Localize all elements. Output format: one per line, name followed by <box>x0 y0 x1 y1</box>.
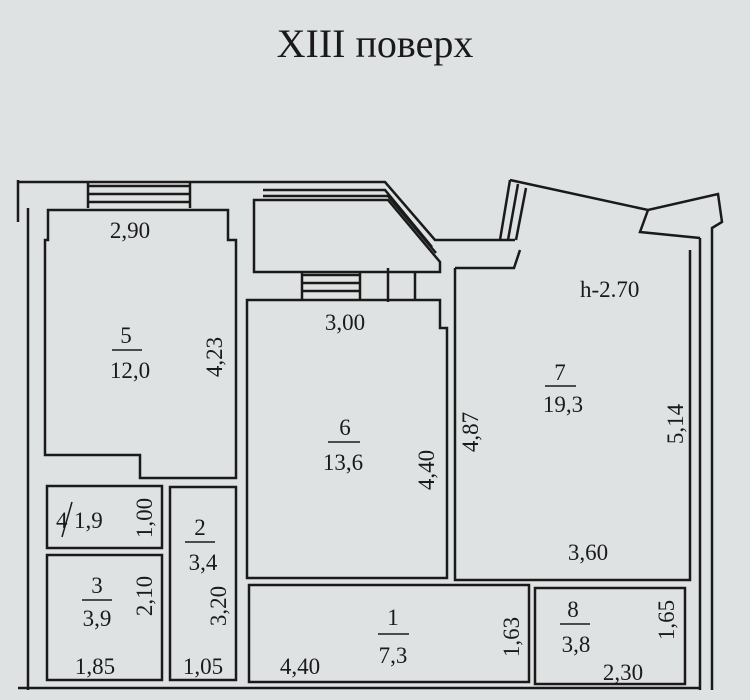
room-3-number: 3 <box>91 573 103 598</box>
room-7-area: 19,3 <box>543 392 583 417</box>
room-6-area: 13,6 <box>323 450 363 475</box>
room-2-length: 3,20 <box>206 586 231 626</box>
room-5-width: 2,90 <box>110 218 150 243</box>
room-6-length: 4,40 <box>414 450 439 490</box>
room-7-width: 3,60 <box>568 540 608 565</box>
room-3-width: 1,85 <box>75 654 115 679</box>
room-4-length: 1,00 <box>132 498 157 538</box>
labels: 5 12,0 2,90 4,23 6 13,6 3,00 4,40 h-2.70… <box>56 218 688 685</box>
room-5-area: 12,0 <box>110 358 150 383</box>
room-3-area: 3,9 <box>83 606 112 631</box>
room-1-length: 1,63 <box>499 617 524 657</box>
room-8-number: 8 <box>567 597 579 622</box>
room-5-number: 5 <box>120 323 132 348</box>
room-1-area: 7,3 <box>379 643 408 668</box>
room-8 <box>533 586 687 686</box>
room-6-width: 3,00 <box>325 310 365 335</box>
floor-title: XIII поверх <box>276 21 474 66</box>
room-3 <box>45 553 164 682</box>
walls <box>16 178 724 690</box>
room-2 <box>168 485 238 682</box>
room-8-width: 2,30 <box>603 660 643 685</box>
room-8-length: 1,65 <box>654 600 679 640</box>
room-2-width: 1,05 <box>183 654 223 679</box>
room-4-area: 1,9 <box>74 508 103 533</box>
room-1-number: 1 <box>387 605 399 630</box>
room-3-length: 2,10 <box>132 576 157 616</box>
room-7-right-length: 5,14 <box>663 403 688 444</box>
room-6 <box>245 298 449 580</box>
room-7-left-length: 4,87 <box>458 412 483 452</box>
room-1-width: 4,40 <box>280 654 320 679</box>
room-8-area: 3,8 <box>562 632 591 657</box>
room-6-number: 6 <box>339 415 351 440</box>
ceiling-height: h-2.70 <box>580 277 639 302</box>
room-7-number: 7 <box>554 360 566 385</box>
room-4 <box>45 484 164 550</box>
room-7 <box>453 249 692 582</box>
rooms <box>43 208 692 686</box>
room-1 <box>247 583 531 684</box>
room-5-length: 4,23 <box>202 337 227 377</box>
room-5 <box>43 208 238 480</box>
room-2-area: 3,4 <box>189 550 218 575</box>
room-2-number: 2 <box>194 515 206 540</box>
